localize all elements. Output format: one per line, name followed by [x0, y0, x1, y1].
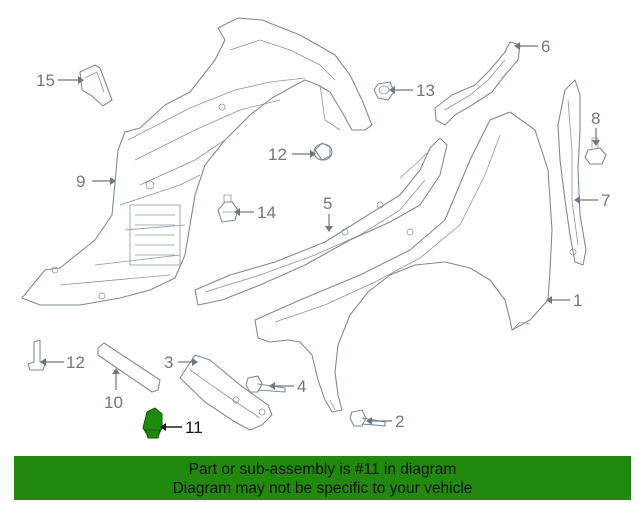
callout-8: 8: [591, 109, 600, 128]
callout-2: 2: [395, 412, 404, 431]
clip-part-12-upper: [313, 142, 333, 161]
fender-part-1: [254, 111, 553, 413]
rail-part-5: [194, 137, 448, 306]
leader-lines: [40, 42, 600, 431]
callout-1: 1: [573, 291, 582, 310]
bracket-part-7: [557, 79, 587, 266]
clip-part-14: [217, 194, 239, 223]
strip-part-10: [97, 342, 161, 393]
callout-14: 14: [257, 203, 276, 222]
callout-11: 11: [185, 418, 203, 437]
bolt-part-4: [245, 375, 286, 393]
callout-13: 13: [416, 81, 435, 100]
highlighted-part-11[interactable]: [142, 407, 163, 439]
bracket-part-15: [79, 64, 113, 107]
callout-3: 3: [164, 353, 173, 372]
parts-diagram: 15 6 13 8 12 9 14 5 7 1 12 3 10 4 2 11: [21, 17, 610, 439]
fender-liner-part-9: [21, 17, 373, 306]
callout-7: 7: [601, 191, 610, 210]
callout-5: 5: [323, 194, 332, 213]
bolt-part-12-lower: [27, 339, 46, 371]
banner-line-1: Part or sub-assembly is #11 in diagram: [188, 461, 457, 478]
callout-15: 15: [36, 71, 55, 90]
bracket-part-3: [179, 354, 273, 431]
bracket-part-6: [434, 41, 521, 126]
callout-9: 9: [76, 172, 85, 191]
callout-10: 10: [104, 393, 123, 412]
info-banner: Part or sub-assembly is #11 in diagram D…: [14, 456, 631, 500]
callout-4: 4: [297, 377, 306, 396]
banner-line-2: Diagram may not be specific to your vehi…: [172, 480, 473, 497]
callout-6: 6: [541, 37, 550, 56]
bolt-part-2: [349, 409, 386, 427]
callout-12-lower: 12: [66, 353, 85, 372]
callout-labels: 15 6 13 8 12 9 14 5 7 1 12 3 10 4 2 11: [36, 37, 610, 437]
callout-12-upper: 12: [268, 145, 287, 164]
